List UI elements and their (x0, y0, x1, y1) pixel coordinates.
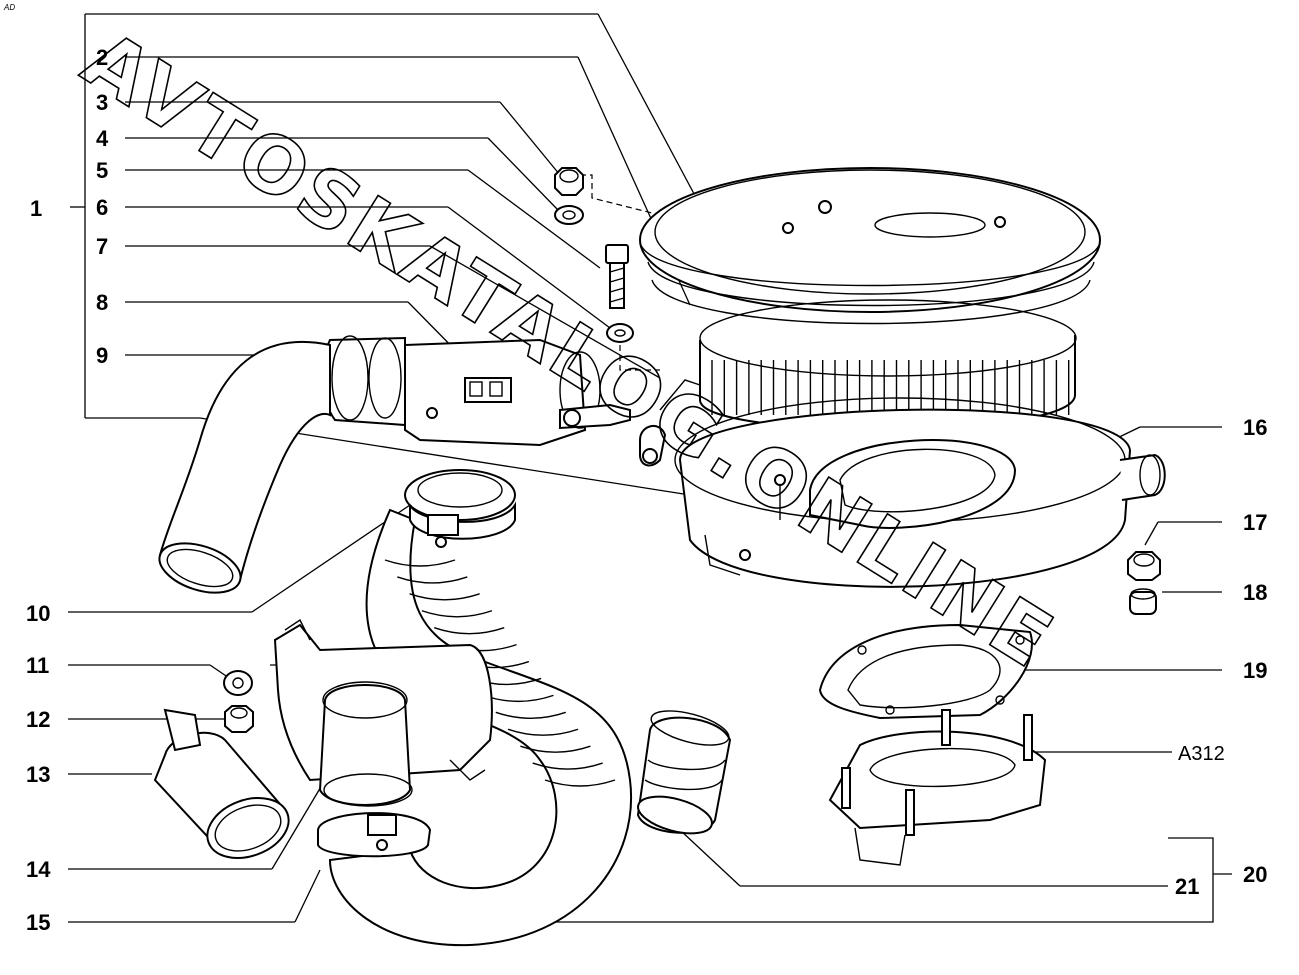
callout-1: 1 (30, 196, 42, 221)
callout-17: 17 (1243, 510, 1267, 535)
callout-12: 12 (26, 707, 50, 732)
callout-18: 18 (1243, 580, 1267, 605)
callout-3: 3 (96, 90, 108, 115)
callout-21: 21 (1175, 874, 1199, 899)
callout-13: 13 (26, 762, 50, 787)
callout-10: 10 (26, 601, 50, 626)
callout-9: 9 (96, 343, 108, 368)
callout-7: 7 (96, 234, 108, 259)
callout-14: 14 (26, 857, 51, 882)
callout-16: 16 (1243, 415, 1267, 440)
callout-4: 4 (96, 126, 109, 151)
callout-15: 15 (26, 910, 50, 935)
callout-11: 11 (26, 653, 49, 678)
drawing-code: A312 (1178, 743, 1225, 765)
callout-5: 5 (96, 158, 108, 183)
callout-8: 8 (96, 290, 108, 315)
callout-2: 2 (96, 45, 108, 70)
corner-mark: AD (3, 3, 15, 12)
callout-20: 20 (1243, 862, 1267, 887)
callout-19: 19 (1243, 658, 1267, 683)
parts-drawing (153, 167, 1166, 947)
callout-6: 6 (96, 195, 108, 220)
callout-labels: 1 2 3 4 5 6 7 8 9 10 11 12 13 14 15 16 1… (26, 45, 1267, 935)
